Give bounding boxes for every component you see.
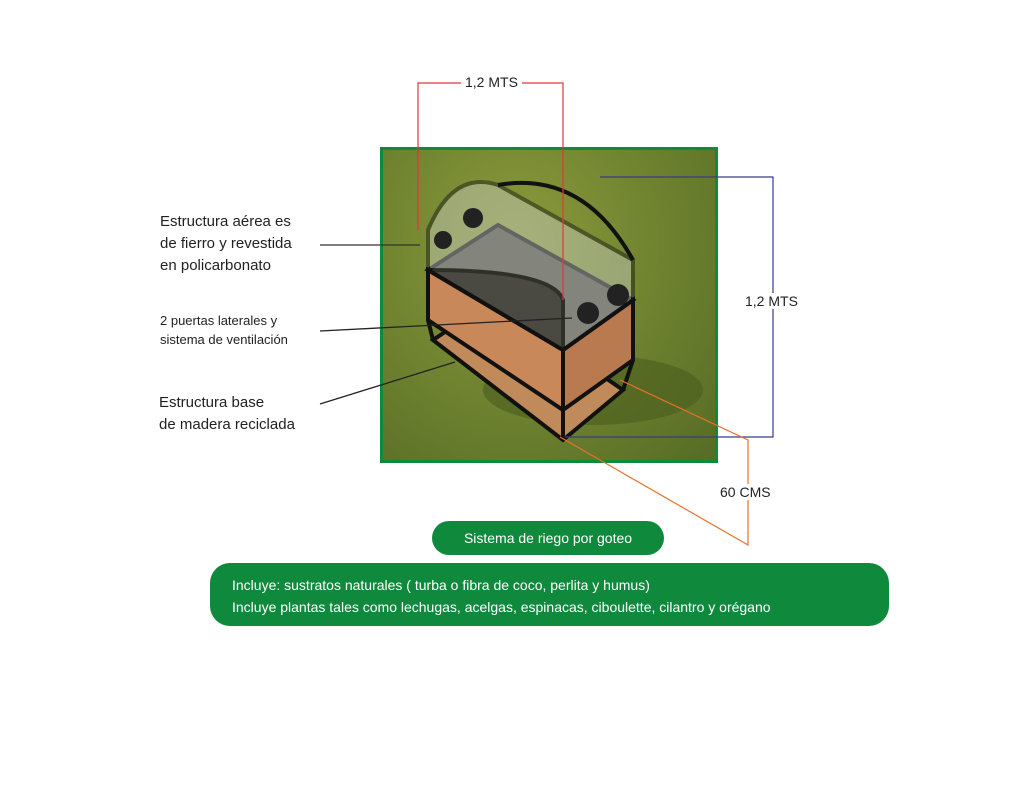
depth-label: 60 CMS [716, 484, 775, 500]
width-label: 1,2 MTS [461, 74, 522, 90]
incluye-box: Incluye: sustratos naturales ( turba o f… [210, 563, 889, 626]
label-line: de fierro y revestida [160, 235, 292, 252]
label-line: en policarbonato [160, 257, 271, 274]
label-line: de madera reciclada [159, 416, 295, 433]
incluye-line: Incluye: sustratos naturales ( turba o f… [232, 577, 650, 593]
leader-estructura-base [319, 361, 456, 405]
label-line: 2 puertas laterales y [160, 313, 278, 328]
planter-illustration [424, 180, 703, 443]
leader-puertas [319, 317, 573, 332]
label-estructura-base: Estructura base de madera reciclada [159, 392, 295, 436]
label-line: Estructura base [159, 394, 265, 411]
planter-render-image [380, 147, 718, 463]
width-dimension-line [417, 82, 564, 300]
incluye-line: Incluye plantas tales como lechugas, ace… [232, 599, 771, 615]
riego-badge: Sistema de riego por goteo [432, 521, 664, 555]
height-label: 1,2 MTS [741, 293, 802, 309]
label-puertas: 2 puertas laterales y sistema de ventila… [160, 311, 288, 349]
label-line: sistema de ventilación [160, 332, 288, 347]
label-line: Estructura aérea es [160, 213, 291, 230]
label-estructura-aerea: Estructura aérea es de fierro y revestid… [160, 211, 292, 277]
